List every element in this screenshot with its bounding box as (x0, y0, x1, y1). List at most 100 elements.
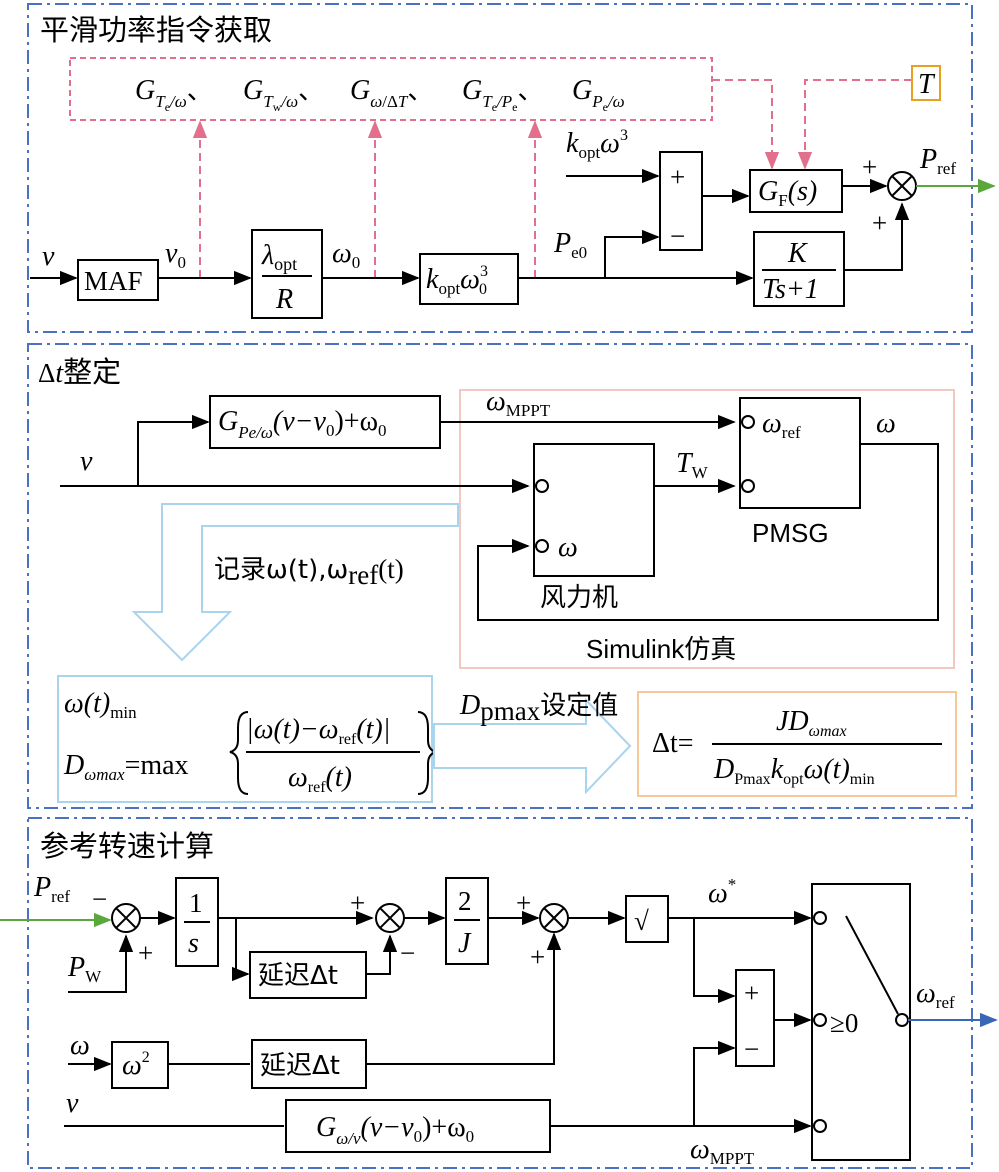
turbine-port-omega (535, 539, 549, 553)
section-speed-border (27, 817, 973, 1169)
svg-text:+: + (744, 978, 759, 1008)
section-speed-ref: 参考转速计算 Pref − PW + 1 s 延迟Δt + − 2 (0, 817, 998, 1169)
turbine-port-v (535, 479, 549, 493)
svg-text:ωMPPT: ωMPPT (690, 1134, 755, 1168)
sum-junction-4 (539, 903, 569, 933)
section-smooth-title: 平滑功率指令获取 (40, 13, 272, 47)
svg-text:v: v (66, 1088, 79, 1119)
svg-text:−: − (400, 938, 415, 968)
gains-bus-box (69, 57, 713, 121)
svg-text:≥0: ≥0 (830, 1008, 858, 1038)
delay-block-1 (249, 951, 367, 999)
svg-text:−: − (670, 221, 685, 251)
sum-block-2 (735, 969, 775, 1067)
simulink-label: Simulink仿真 (586, 634, 736, 664)
maf-label: MAF (84, 266, 143, 296)
dmax-box (57, 675, 433, 803)
section-speed-title: 参考转速计算 (40, 829, 214, 863)
T-param-box (911, 65, 941, 101)
svg-text:1: 1 (189, 888, 203, 918)
svg-text:Δt=: Δt= (652, 728, 694, 759)
section-dt-tuning: Δt整定 GPe/ω(v−v0)+ω0 v ωMPPT ω 风力机 TW ωre… (27, 343, 973, 809)
svg-text:GTe/Pe、: GTe/Pe、 (462, 75, 543, 114)
wind-turbine-block (533, 443, 655, 577)
svg-text:ωref: ωref (762, 408, 801, 442)
sum-block-1 (659, 151, 703, 251)
turbine-label: 风力机 (540, 583, 618, 613)
dpmax-label: Dpmax设定值 (459, 690, 618, 726)
omega0-label: ω0 (332, 238, 360, 272)
omega-feedback (477, 443, 939, 621)
svg-text:+: + (516, 888, 531, 918)
svg-text:ωref(t): ωref(t) (288, 762, 352, 796)
svg-text:Pref: Pref (33, 872, 70, 906)
svg-text:GF(s): GF(s) (758, 176, 817, 210)
svg-text:ω*: ω* (708, 875, 736, 909)
svg-text:Dωmax=max: Dωmax=max (63, 750, 189, 784)
svg-text:DPmaxkoptω(t)min: DPmaxkoptω(t)min (713, 754, 875, 788)
section-dt-title: Δt整定 (38, 355, 121, 389)
T-param-label: T (918, 69, 936, 100)
section-dt-border (27, 343, 973, 809)
svg-text:ω: ω (876, 408, 896, 439)
svg-text:GTw/ω、: GTw/ω、 (243, 75, 324, 114)
svg-text:Gω/v(v−v0)+ω0: Gω/v(v−v0)+ω0 (316, 1112, 474, 1148)
pe0-label: Pe0 (553, 228, 587, 262)
svg-text:s: s (188, 928, 199, 959)
gain-omega-v-block (285, 1099, 551, 1153)
svg-text:延迟Δt: 延迟Δt (258, 961, 338, 991)
svg-text:GPe/ω: GPe/ω (572, 75, 625, 114)
simulink-region (459, 389, 955, 669)
svg-text:R: R (275, 284, 293, 315)
svg-text:+: + (350, 888, 365, 918)
T-to-gf (797, 79, 912, 170)
svg-text:GTe/ω、: GTe/ω、 (135, 75, 213, 114)
svg-text:PW: PW (67, 952, 102, 986)
pmsg-label: PMSG (752, 518, 829, 548)
svg-text:√: √ (634, 906, 649, 936)
svg-text:延迟Δt: 延迟Δt (260, 1051, 340, 1081)
svg-text:ω: ω (558, 532, 578, 563)
section-smooth-power: 平滑功率指令获取 GTe/ω、 GTw/ω、 Gω/ΔT、 GTe/Pe、 GP… (27, 3, 996, 333)
tw-label: TW (676, 448, 709, 482)
svg-text:λopt: λopt (261, 240, 297, 274)
gf-block (749, 169, 843, 213)
sum-junction-3 (375, 903, 405, 933)
svg-text:2: 2 (458, 886, 472, 916)
switch-block (811, 883, 911, 1161)
dpmax-hollow-arrow (433, 697, 632, 795)
pmsg-block (739, 397, 861, 509)
svg-text:K: K (787, 238, 808, 269)
record-hollow-arrow (131, 503, 459, 662)
svg-text:ω(t)min: ω(t)min (64, 688, 137, 722)
svg-text:ω2: ω2 (122, 1049, 150, 1081)
svg-text:JDωmax: JDωmax (776, 706, 847, 740)
svg-text:−: − (744, 1034, 759, 1064)
svg-text:J: J (458, 928, 472, 959)
svg-text:ωref: ωref (916, 978, 955, 1012)
gains-list: GTe/ω、 GTw/ω、 Gω/ΔT、 GTe/Pe、 GPe/ω (135, 75, 625, 114)
dt-input-v: v (80, 446, 93, 477)
svg-text:Ts+1: Ts+1 (762, 274, 819, 305)
svg-text:|ω(t)−ωref(t)|: |ω(t)−ωref(t)| (246, 714, 390, 748)
section-smooth-border (27, 3, 973, 333)
lambda-block (251, 229, 323, 319)
input-v: v (42, 241, 55, 272)
omega-squared-block (111, 1041, 169, 1089)
sum-junction-1 (887, 171, 917, 201)
svg-text:+: + (530, 942, 545, 972)
maf-block (77, 259, 159, 301)
svg-text:+: + (138, 938, 153, 968)
svg-text:ω: ω (70, 1030, 90, 1061)
svg-text:+: + (862, 152, 877, 182)
record-label: 记录ω(t),ωref(t) (214, 554, 404, 590)
svg-text:−: − (92, 884, 107, 914)
svg-text:+: + (670, 162, 685, 192)
svg-text:Gω/ΔT、: Gω/ΔT、 (350, 75, 433, 111)
sum-junction-2 (111, 903, 141, 933)
kopt-omega3-label: koptω3 (566, 127, 628, 162)
pref-output-label: Pref (919, 144, 956, 178)
svg-text:GPe/ω(v−v0)+ω0: GPe/ω(v−v0)+ω0 (218, 406, 387, 442)
omega-mppt-label: ωMPPT (486, 386, 551, 420)
